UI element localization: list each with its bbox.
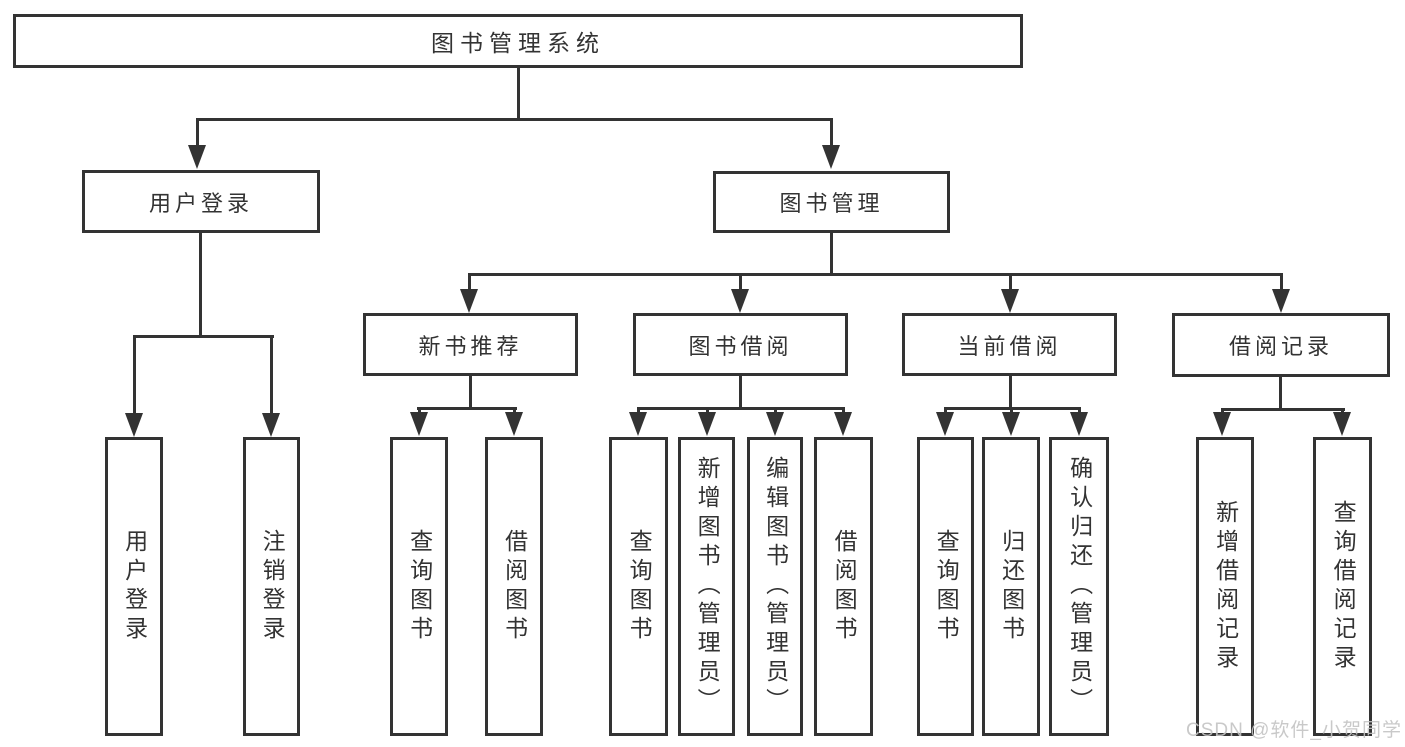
arrowhead-borrow-book-2 [834,412,852,436]
leaf-borrow-book-rec: 借阅图书 [485,437,543,736]
node-user-login-label: 用户登录 [148,190,253,216]
leaf-add-borrow-record: 新增借阅记录 [1196,437,1254,736]
connector-shaft-search-book-3 [944,407,947,415]
connector-root-horizontal [196,118,833,121]
node-new-book-rec: 新书推荐 [363,313,578,376]
arrowhead-edit-book [766,412,784,436]
arrowhead-book-mgmt [822,145,840,169]
connector-book-borrow-sub-horizontal [637,407,845,410]
leaf-search-book-borrow-label: 查询图书 [626,528,653,645]
connector-book-borrow-sub-vertical [739,376,742,409]
leaf-add-borrow-record-label: 新增借阅记录 [1212,499,1239,674]
csdn-watermark: CSDN @软件_小贺同学 [1186,720,1402,741]
connector-shaft-leaf-user-login [133,335,136,415]
leaf-borrow-book-borrow-label: 借阅图书 [831,528,858,645]
leaf-confirm-return-label: 确认归还（管理员） [1066,456,1093,717]
node-new-book-rec-label: 新书推荐 [418,333,523,359]
leaf-search-book-current: 查询图书 [917,437,974,736]
connector-new-book-horizontal [417,407,517,410]
arrowhead-user-login [188,145,206,169]
node-book-mgmt: 图书管理 [713,171,950,233]
connector-records-sub-horizontal [1221,408,1345,411]
arrowhead-borrow-book-1 [505,412,523,436]
arrowhead-return-book [1002,412,1020,436]
arrowhead-search-book-3 [936,412,954,436]
connector-shaft-edit-book [774,407,777,415]
leaf-add-book: 新增图书（管理员） [678,437,735,736]
connector-records-sub-vertical [1279,377,1282,410]
arrowhead-leaf-logout [262,413,280,437]
node-book-mgmt-label: 图书管理 [779,191,884,216]
connector-shaft-borrow-book-1 [513,407,516,415]
connector-shaft-book-mgmt [830,118,833,148]
leaf-search-book-borrow: 查询图书 [609,437,668,736]
connector-shaft-add-book [706,407,709,415]
arrowhead-search-book-2 [629,412,647,436]
node-library-system: 图书管理系统 [13,14,1023,68]
node-borrow-records: 借阅记录 [1172,313,1390,377]
connector-shaft-search-book-1 [418,407,421,415]
connector-shaft-user-login [196,118,199,148]
leaf-confirm-return: 确认归还（管理员） [1049,437,1109,736]
connector-book-mgmt-vertical [830,233,833,275]
arrowhead-borrow-records [1272,289,1290,313]
arrowhead-add-record [1213,412,1231,436]
connector-root-vertical [517,66,520,120]
connector-user-login-vertical [199,233,202,337]
connector-shaft-book-borrow [739,273,742,292]
leaf-search-borrow-record: 查询借阅记录 [1313,437,1372,736]
node-book-borrow-label: 图书借阅 [688,333,793,359]
leaf-borrow-book-borrow: 借阅图书 [814,437,873,736]
connector-current-sub-vertical [1009,376,1012,409]
leaf-edit-book: 编辑图书（管理员） [747,437,803,736]
node-user-login: 用户登录 [82,170,320,233]
connector-user-login-horizontal [133,335,274,338]
arrowhead-search-record [1333,412,1351,436]
connector-shaft-new-book [468,273,471,292]
leaf-search-book-current-label: 查询图书 [933,528,960,645]
leaf-return-book-label: 归还图书 [998,528,1025,645]
node-library-system-label: 图书管理系统 [431,30,605,56]
connector-shaft-leaf-logout [270,335,273,415]
node-book-borrow: 图书借阅 [633,313,848,376]
arrowhead-leaf-user-login [125,413,143,437]
leaf-search-book-rec: 查询图书 [390,437,448,736]
leaf-edit-book-label: 编辑图书（管理员） [762,456,789,717]
connector-shaft-search-book-2 [637,407,640,415]
arrowhead-search-book-1 [410,412,428,436]
arrowhead-add-book [698,412,716,436]
arrowhead-new-book [460,289,478,313]
leaf-logout: 注销登录 [243,437,300,736]
leaf-return-book: 归还图书 [982,437,1040,736]
connector-new-book-vertical [469,376,472,409]
connector-shaft-current-borrow [1009,273,1012,292]
node-borrow-records-label: 借阅记录 [1228,334,1333,359]
leaf-search-book-rec-label: 查询图书 [406,528,433,645]
connector-book-mgmt-horizontal [468,273,1283,276]
connector-shaft-borrow-records [1280,273,1283,292]
node-current-borrow-label: 当前借阅 [957,333,1062,359]
leaf-user-login: 用户登录 [105,437,163,736]
arrowhead-book-borrow [731,289,749,313]
leaf-borrow-book-rec-label: 借阅图书 [501,528,528,645]
leaf-add-book-label: 新增图书（管理员） [694,456,721,717]
connector-shaft-confirm-return [1078,407,1081,415]
leaf-search-borrow-record-label: 查询借阅记录 [1330,499,1357,674]
connector-shaft-borrow-book-2 [842,407,845,415]
connector-shaft-return-book [1010,407,1013,415]
leaf-logout-label: 注销登录 [259,528,286,645]
leaf-user-login-label: 用户登录 [121,528,148,645]
arrowhead-current-borrow [1001,289,1019,313]
node-current-borrow: 当前借阅 [902,313,1117,376]
arrowhead-confirm-return [1070,412,1088,436]
